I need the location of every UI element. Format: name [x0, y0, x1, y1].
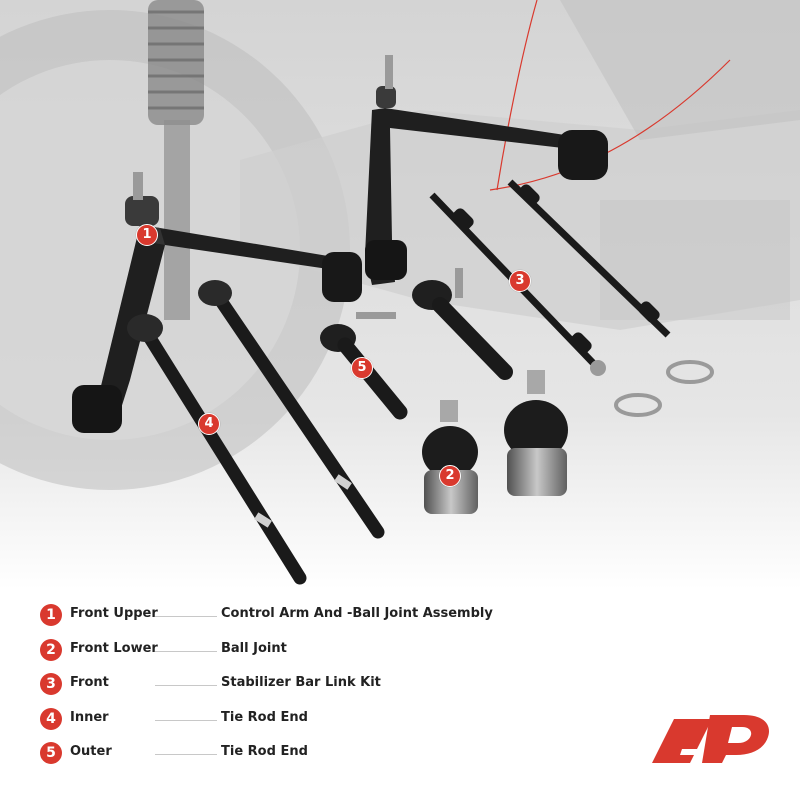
legend-number: 2	[40, 638, 62, 661]
legend-part-name: Stabilizer Bar Link Kit	[221, 675, 381, 690]
callout-5: 5	[351, 357, 373, 379]
legend-position: Front Lower	[70, 640, 158, 656]
inner-tie-rod-left	[127, 314, 307, 585]
outer-tie-rod-end-left	[320, 312, 408, 420]
legend-number: 5	[40, 742, 62, 764]
upper-control-arm-right	[365, 55, 608, 285]
legend-position: Front Upper	[70, 606, 158, 621]
parts-photo	[0, 0, 800, 590]
legend-part-name: Control Arm And -Ball Joint Assembly	[221, 606, 493, 621]
legend-number: 1	[40, 604, 62, 626]
legend-part-name: Tie Rod End	[221, 709, 308, 725]
callout-1: 1	[136, 224, 158, 246]
legend-item: 5 Outer Tie Rod End	[40, 741, 600, 765]
lower-ball-joint-right	[504, 370, 568, 496]
stabilizer-link-right	[507, 179, 714, 417]
legend-number: 3	[40, 673, 62, 695]
legend-item: 1 Front Upper Control Arm And -Ball Join…	[40, 603, 600, 627]
parts-legend: 1 Front Upper Control Arm And -Ball Join…	[40, 603, 600, 776]
legend-part-name: Tie Rod End	[221, 744, 308, 759]
callout-2: 2	[439, 465, 461, 487]
legend-position: Outer	[70, 744, 112, 759]
legend-item: 3 Front Stabilizer Bar Link Kit	[40, 672, 600, 696]
legend-leader-line	[155, 650, 217, 652]
callout-4: 4	[198, 413, 220, 435]
legend-part-name: Ball Joint	[221, 640, 287, 656]
legend-leader-line	[155, 754, 217, 755]
legend-item: 4 Inner Tie Rod End	[40, 707, 600, 731]
legend-number: 4	[40, 707, 62, 730]
legend-item: 2 Front Lower Ball Joint	[40, 638, 600, 662]
legend-position: Front	[70, 675, 109, 690]
inner-tie-rod-right	[198, 280, 385, 539]
vehicle-background	[0, 0, 800, 590]
legend-leader-line	[155, 616, 217, 617]
outer-tie-rod-end-right	[412, 268, 513, 380]
callout-3: 3	[509, 270, 531, 292]
brand-logo-icon	[652, 715, 769, 763]
legend-position: Inner	[70, 709, 109, 725]
legend-leader-line	[155, 719, 217, 721]
lower-ball-joint-left	[422, 400, 478, 514]
legend-leader-line	[155, 685, 217, 686]
